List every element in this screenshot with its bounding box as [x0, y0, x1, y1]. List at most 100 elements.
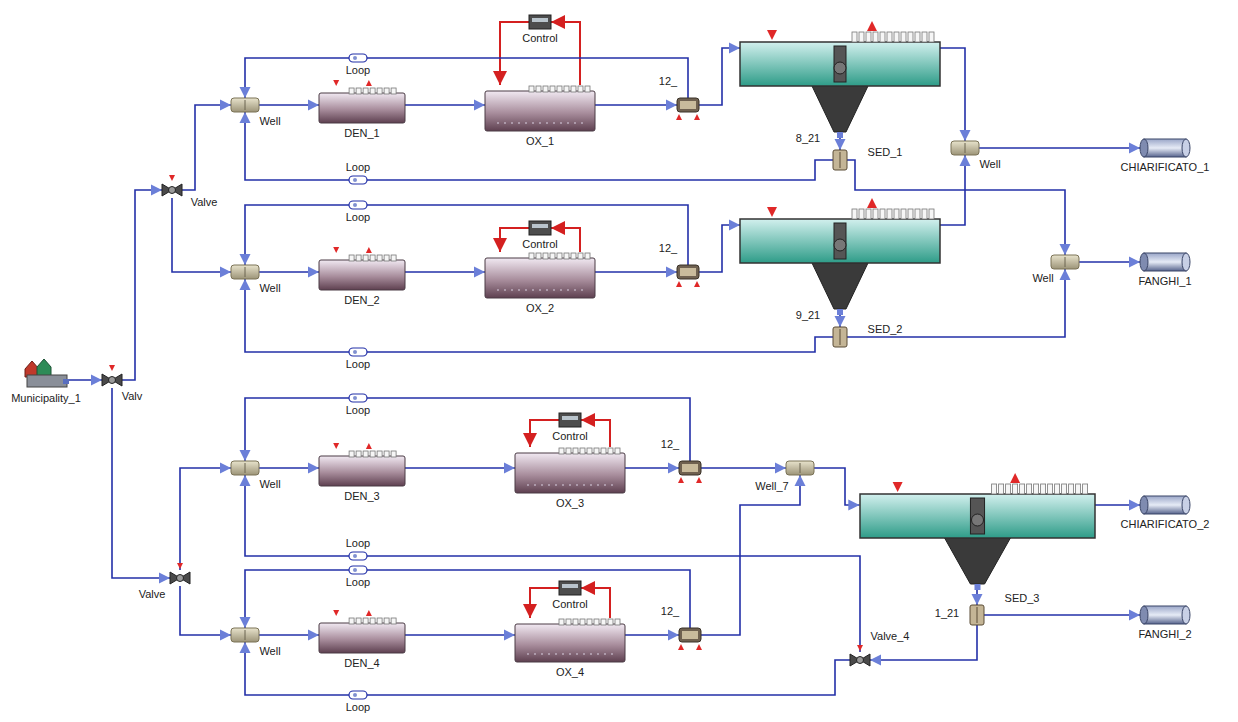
flow-line	[976, 590, 978, 605]
marker-triangle	[676, 114, 682, 120]
loop-symbol	[349, 566, 367, 574]
outlet-pipe: CHIARIFICATO_1	[1140, 139, 1190, 157]
flow-line	[259, 467, 319, 469]
flow-line	[701, 475, 800, 635]
sludge-splitter-icon	[833, 327, 847, 347]
pipe-end	[1140, 139, 1148, 157]
mixer-comb	[1019, 484, 1024, 494]
mixer-comb	[391, 451, 396, 457]
tank-body	[319, 623, 405, 653]
mixer-comb	[585, 253, 590, 259]
clarifier-tank-icon	[740, 38, 940, 138]
loop-symbol	[353, 203, 357, 207]
controller-box-icon	[529, 221, 551, 235]
node-label: CHIARIFICATO_1	[1121, 161, 1210, 174]
flow-line	[1079, 261, 1140, 263]
valve-symbol-icon	[162, 182, 182, 198]
well-body	[1051, 255, 1079, 269]
loop-symbol	[353, 350, 357, 354]
mixer-comb	[873, 209, 878, 219]
mixer-comb	[608, 448, 613, 454]
sludge-splitter: 8_21	[833, 150, 847, 170]
sludge-splitter: 9_21	[833, 327, 847, 347]
marker-triangle	[678, 477, 684, 483]
outlet-pipe: FANGHI_1	[1140, 253, 1190, 271]
node-label: Valv	[122, 390, 143, 403]
flow-line	[699, 225, 740, 272]
mixing-well: Well	[231, 628, 259, 642]
node-label: DEN_1	[344, 127, 379, 140]
node-label: 8_21	[796, 132, 820, 145]
mixer-comb	[852, 32, 857, 42]
flow-line	[701, 467, 786, 469]
flow-line	[405, 634, 515, 636]
mixer-comb	[859, 209, 864, 219]
mixer-comb	[391, 88, 396, 94]
flow-line	[112, 388, 170, 578]
flow-splitter: 12_	[679, 461, 701, 475]
denitrification-tank: DEN_4	[319, 617, 405, 653]
tank-body	[485, 258, 595, 298]
mixer-comb	[536, 253, 541, 259]
loop-label: Loop	[344, 211, 372, 224]
splitter-body	[679, 628, 701, 642]
controller-box: Control	[559, 413, 581, 427]
node-label: 12_	[659, 242, 677, 255]
mixer-comb	[566, 448, 571, 454]
marker-triangle	[767, 207, 777, 217]
marker-triangle	[366, 247, 372, 253]
mixer-comb	[349, 88, 354, 94]
mixer-comb	[356, 618, 361, 624]
clarifier-mixer	[834, 46, 846, 82]
mixer-comb	[929, 32, 934, 42]
node-label: Well_7	[755, 480, 788, 493]
mixer-comb	[601, 619, 606, 625]
flow-line	[625, 634, 679, 636]
marker-triangle	[696, 644, 702, 650]
flow-line	[182, 105, 231, 190]
valve-symbol-icon	[850, 652, 870, 668]
mixer-comb	[608, 619, 613, 625]
valve-hub	[177, 575, 184, 582]
loop-symbol	[349, 176, 367, 184]
valve-symbol-icon	[170, 570, 190, 586]
mixer-comb	[880, 32, 885, 42]
well-bar	[245, 100, 246, 110]
mixer-comb	[543, 86, 548, 92]
splitter-inner	[682, 631, 698, 639]
splitter-body	[970, 605, 984, 625]
marker-triangle	[366, 80, 372, 86]
controller-box: Control	[559, 581, 581, 595]
mixing-well-icon	[231, 265, 259, 279]
splitter-body	[679, 461, 701, 475]
mixer-comb	[873, 32, 878, 42]
mixer-comb	[908, 32, 913, 42]
well-body	[951, 141, 979, 155]
mixer-comb	[559, 619, 564, 625]
mixer-comb	[363, 618, 368, 624]
mixing-well: Well	[231, 461, 259, 475]
node-label: DEN_3	[344, 490, 379, 503]
loop-symbol	[349, 691, 367, 699]
splitter-body	[833, 150, 847, 170]
oxidation-tank-icon	[485, 85, 595, 131]
pipe-body	[1144, 606, 1186, 624]
pipe-end	[1140, 253, 1148, 271]
mixing-well-icon	[231, 628, 259, 642]
mixer-comb	[377, 451, 382, 457]
mixer-comb	[571, 253, 576, 259]
mixing-well: Well_7	[786, 461, 814, 475]
mixer-comb	[550, 253, 555, 259]
flow-line	[259, 634, 319, 636]
mixer-comb	[601, 448, 606, 454]
pump-outlet	[63, 379, 69, 384]
mixer-comb	[580, 619, 585, 625]
node-label: Control	[522, 32, 557, 45]
flow-line	[814, 468, 860, 505]
mixer-comb	[615, 448, 620, 454]
mixer-comb	[1005, 484, 1010, 494]
flow-line	[595, 104, 677, 106]
sludge-outlet	[974, 584, 980, 590]
node-label: 1_21	[935, 607, 959, 620]
controller-display	[562, 416, 578, 420]
